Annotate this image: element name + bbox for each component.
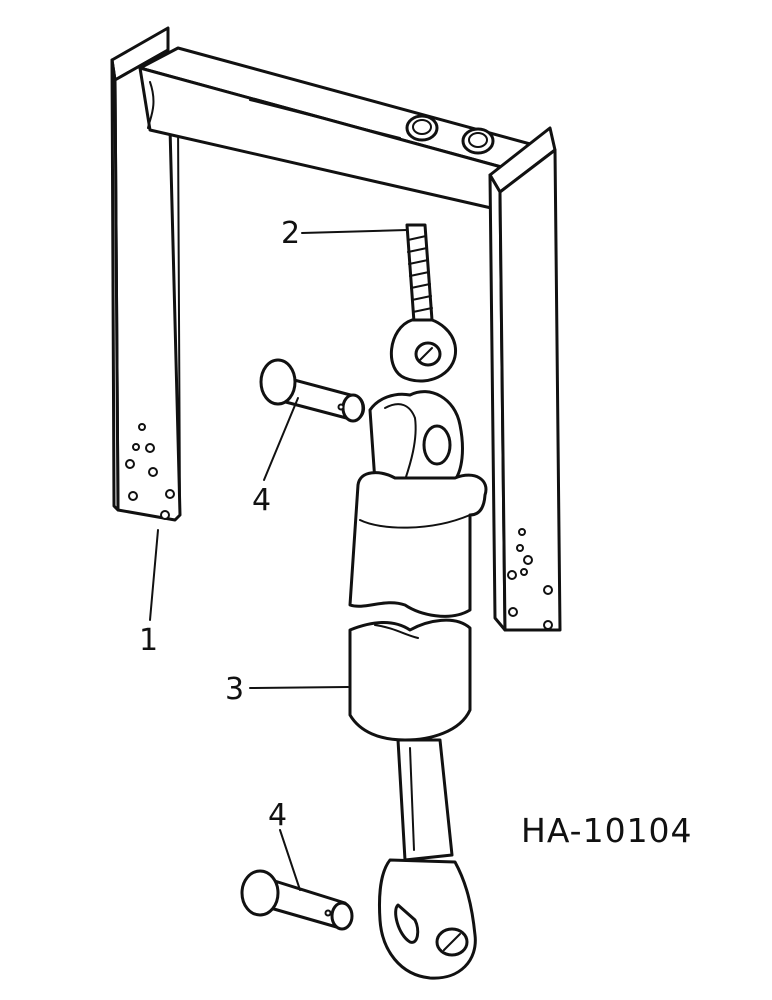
- frame-right-bolt-holes: [507, 528, 553, 630]
- beam-bolt-heads: [405, 114, 495, 155]
- frame-left-leg: [110, 26, 182, 522]
- cylinder-part: [348, 390, 488, 980]
- leader-4-upper: [263, 397, 299, 481]
- callout-frame: 1: [139, 623, 158, 658]
- frame-left-bolt-holes: [125, 423, 175, 520]
- cylinder-upper-barrel: [348, 471, 488, 618]
- frame-right-leg: [488, 126, 562, 632]
- cylinder-lower-clevis: [378, 858, 477, 980]
- cylinder-upper-clevis: [368, 390, 464, 484]
- frame-cross-beam: [138, 46, 547, 212]
- callout-pin-lower: 4: [268, 798, 287, 833]
- leader-lines: [149, 229, 408, 891]
- callout-eye-bolt: 2: [281, 216, 300, 251]
- leader-1: [149, 529, 159, 621]
- pin-upper-part: [259, 358, 365, 423]
- callout-pin-upper: 4: [252, 483, 271, 518]
- leader-3: [249, 686, 349, 689]
- frame-part: [110, 26, 562, 632]
- figure-id-label: HA-10104: [521, 811, 693, 850]
- callout-cylinder: 3: [225, 672, 244, 707]
- cylinder-rod: [396, 738, 454, 862]
- leader-4-lower: [279, 829, 301, 891]
- pin-lower-part: [240, 869, 354, 931]
- leader-2: [301, 229, 408, 234]
- cylinder-lower-barrel: [348, 618, 472, 742]
- eye-bolt-part: [389, 223, 457, 383]
